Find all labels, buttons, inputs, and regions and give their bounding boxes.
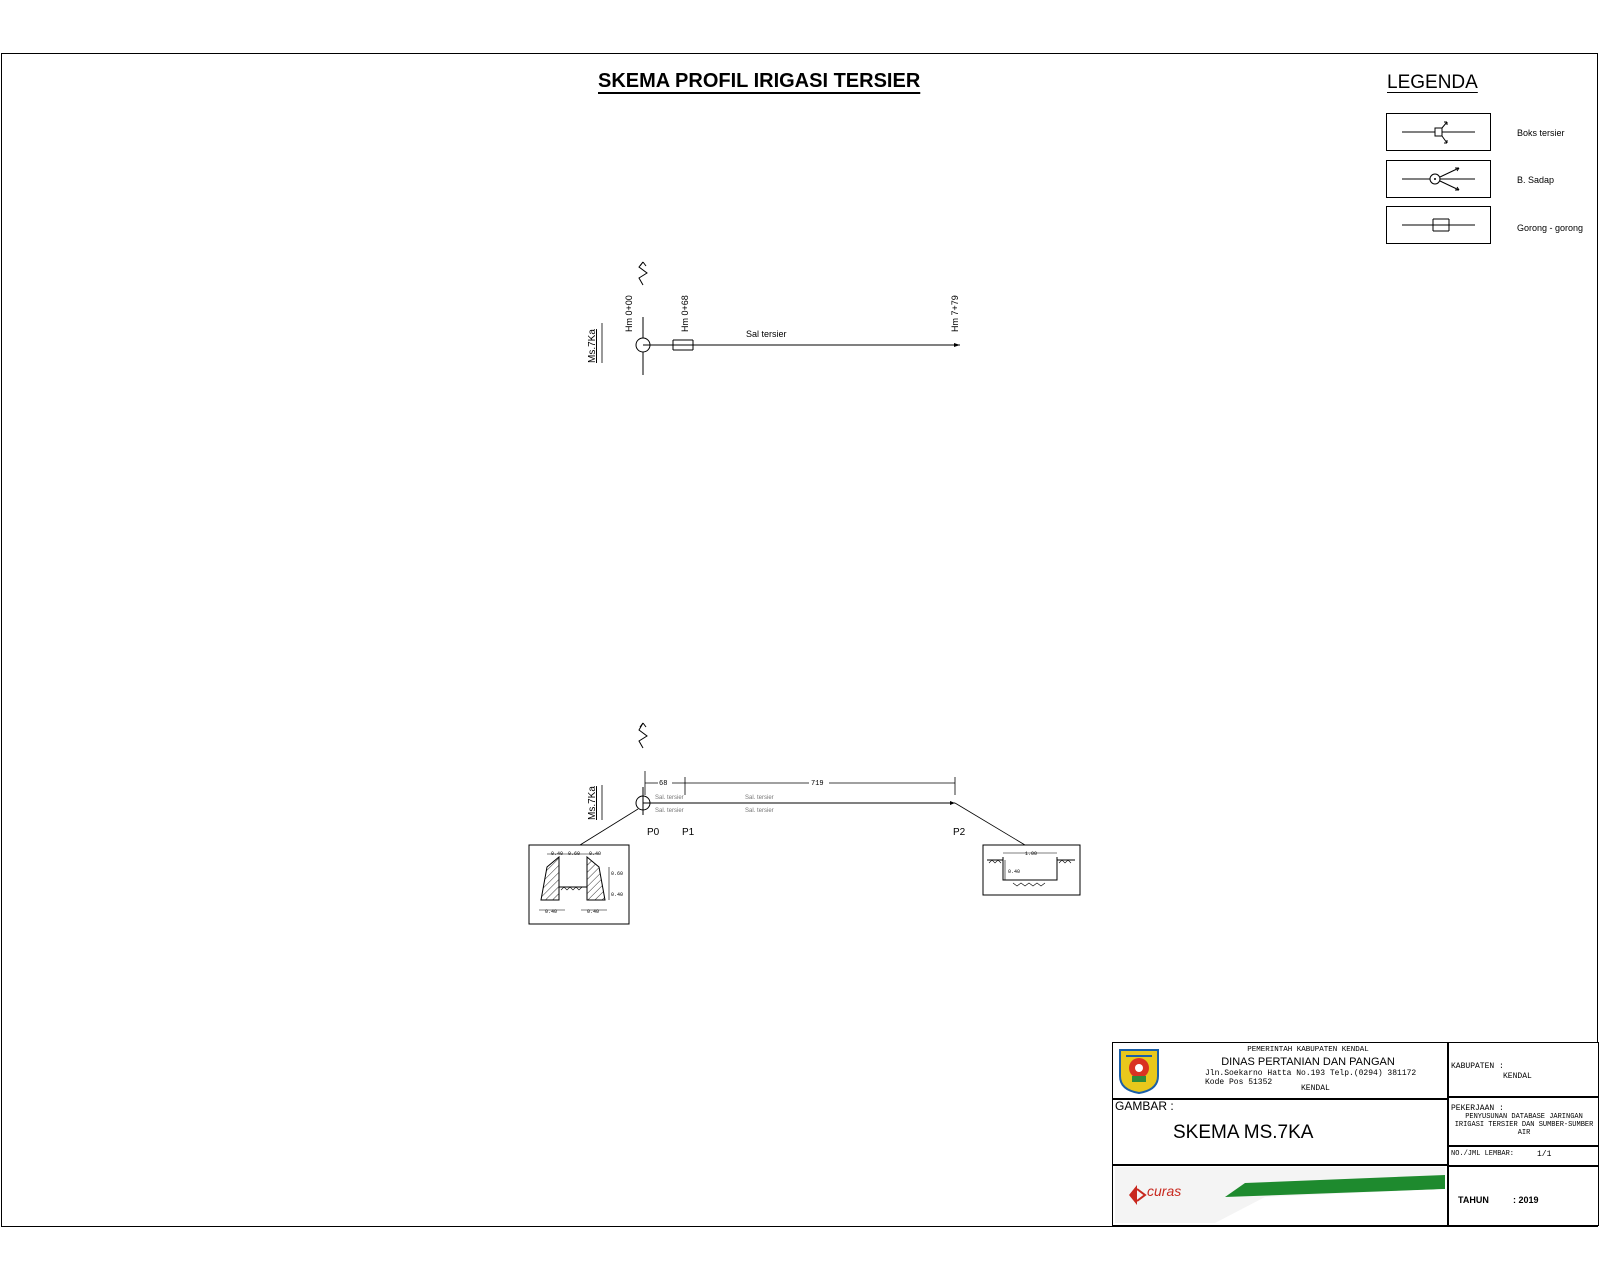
address-line-1: Jln.Soekarno Hatta No.193 Telp.(0294) 38… [1205, 1069, 1417, 1078]
channel-note-0: Sal. tersier [655, 795, 684, 801]
gambar-value: SKEMA MS.7KA [1173, 1122, 1314, 1143]
section-left-dim-6: 0.40 [587, 909, 599, 915]
channel-note-1b: Sal. tersier [745, 808, 774, 814]
legend-label-bangunan-sadap: B. Sadap [1517, 175, 1555, 185]
consultant-logo [1115, 1167, 1445, 1223]
section-right-dim-1: 0.40 [1008, 869, 1020, 875]
channel-note-0b: Sal. tersier [655, 808, 684, 814]
schema-bottom: Ms.7Ka 68 719 Sal. tersier Sal. tersier … [528, 722, 1081, 925]
drawing-title: SKEMA PROFIL IRIGASI TERSIER [598, 70, 921, 92]
station-label-0: Hm 0+00 [624, 295, 634, 332]
section-left-dim-4: 0.40 [611, 892, 623, 898]
kabupaten-value: KENDAL [1503, 1072, 1532, 1081]
section-left-dim-1: 0.60 [568, 851, 580, 857]
cross-section-left: 0.40 0.60 0.40 0.60 0.40 0.40 0.40 [528, 844, 630, 925]
channel-label: Sal tersier [746, 329, 787, 339]
point-label-p2: P2 [953, 827, 966, 838]
north-arrow-icon [638, 261, 648, 286]
section-left-dim-5: 0.40 [545, 909, 557, 915]
legend-box-boks-tersier [1386, 113, 1491, 151]
point-label-p0: P0 [647, 827, 660, 838]
channel-note-1: Sal. tersier [745, 795, 774, 801]
section-left-dim-0: 0.40 [551, 851, 563, 857]
tahun-label: TAHUN [1458, 1195, 1489, 1205]
lembar-value: 1/1 [1537, 1150, 1552, 1159]
dimension-label-0: 68 [659, 780, 667, 788]
bangunan-sadap-icon [635, 795, 651, 811]
consultant-logo-text: curas [1147, 1183, 1182, 1199]
legend-label-gorong-gorong: Gorong - gorong [1517, 223, 1584, 233]
point-label-p1: P1 [682, 827, 695, 838]
section-left-dim-2: 0.40 [589, 851, 601, 857]
lembar-label: NO./JML LEMBAR: [1451, 1150, 1515, 1158]
kabupaten-kendal-crest-icon [1119, 1049, 1159, 1094]
boks-tersier-icon [1402, 121, 1475, 144]
address-city: KENDAL [1301, 1084, 1330, 1093]
pekerjaan-label: PEKERJAAN : [1451, 1104, 1504, 1113]
pekerjaan-value: PENYUSUNAN DATABASE JARINGAN IRIGASI TER… [1454, 1113, 1594, 1137]
gorong-gorong-icon [672, 339, 694, 351]
dimension-label-1: 719 [811, 780, 824, 788]
section-right-dim-0: 1.00 [1025, 851, 1037, 857]
tahun-value: : 2019 [1513, 1195, 1539, 1205]
drawing-sheet-border [1, 53, 1598, 1227]
gorong-gorong-icon [1402, 218, 1475, 232]
agency-line-2: DINAS PERTANIAN DAN PANGAN [1221, 1056, 1395, 1068]
schema-bottom-source-label: Ms.7Ka [587, 786, 598, 820]
address-line-2: Kode Pos 51352 [1205, 1078, 1273, 1087]
legend-label-boks-tersier: Boks tersier [1517, 128, 1565, 138]
north-arrow-icon [638, 722, 648, 749]
section-left-dim-3: 0.60 [611, 871, 623, 877]
cross-section-right: 1.00 0.40 [982, 844, 1081, 896]
legend-title: LEGENDA [1387, 72, 1478, 93]
agency-line-1: PEMERINTAH KABUPATEN KENDAL [1247, 1046, 1369, 1054]
station-label-1: Hm 0+68 [680, 295, 690, 332]
gambar-label: GAMBAR : [1115, 1099, 1174, 1113]
kabupaten-label: KABUPATEN : [1451, 1062, 1504, 1071]
station-label-2: Hm 7+79 [950, 295, 960, 332]
schema-top: Ms.7Ka Hm 0+00 Hm 0+68 Hm 7+79 Sal tersi… [587, 261, 960, 375]
title-block: PEMERINTAH KABUPATEN KENDAL DINAS PERTAN… [1112, 1042, 1599, 1226]
legend-box-bangunan-sadap [1386, 160, 1491, 198]
legend-box-gorong-gorong [1386, 206, 1491, 244]
schema-top-source-label: Ms.7Ka [587, 329, 598, 363]
bangunan-sadap-icon [1402, 167, 1475, 191]
